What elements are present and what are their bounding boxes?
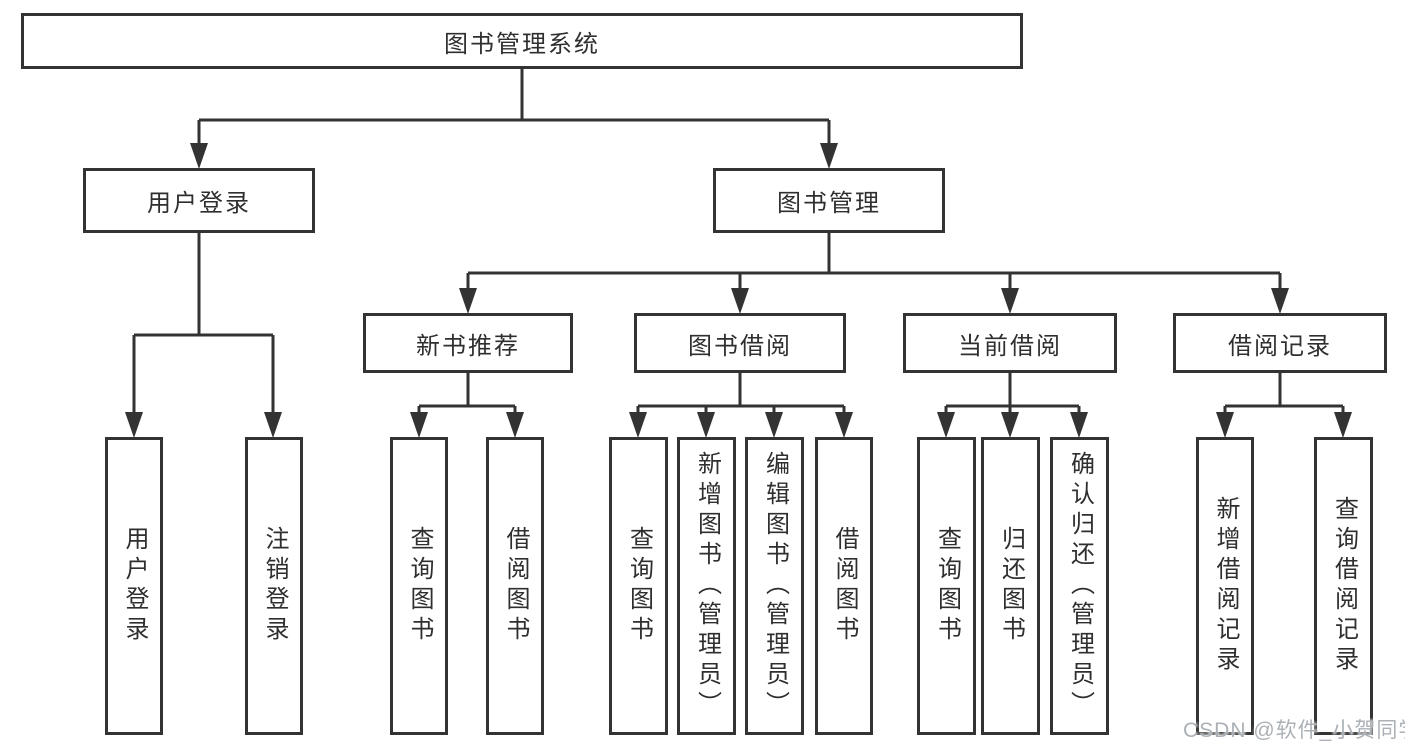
node-label: 新书推荐 — [416, 332, 520, 360]
arrowhead-icons — [125, 143, 1352, 438]
node-root-system: 图书管理系统 — [21, 13, 1023, 69]
leaf-confirm-return-admin: 确认归还（管理员） — [1050, 437, 1109, 735]
node-label: 归还图书 — [997, 526, 1025, 646]
node-user-login: 用户登录 — [83, 168, 315, 233]
node-label: 编辑图书（管理员） — [761, 451, 789, 721]
leaf-borrow-books: 借阅图书 — [815, 437, 873, 735]
node-label: 借阅图书 — [831, 526, 858, 646]
node-label: 图书管理系统 — [444, 30, 600, 58]
node-label: 注销登录 — [261, 526, 288, 646]
leaf-query-books-borrow: 查询图书 — [609, 437, 668, 735]
leaf-return-books: 归还图书 — [981, 437, 1040, 735]
node-label: 用户登录 — [147, 190, 251, 217]
node-current-borrow: 当前借阅 — [903, 313, 1117, 373]
node-label: 查询图书 — [406, 526, 433, 646]
node-label: 借阅记录 — [1228, 332, 1332, 360]
node-book-borrow: 图书借阅 — [634, 313, 846, 373]
node-label: 图书借阅 — [688, 332, 792, 360]
node-label: 查询图书 — [933, 526, 961, 646]
watermark: CSDN @软件_小贺同学 — [1183, 719, 1405, 742]
leaf-query-books-current: 查询图书 — [917, 437, 976, 735]
node-label: 确认归还（管理员） — [1066, 451, 1094, 721]
leaf-add-borrow-record: 新增借阅记录 — [1196, 437, 1254, 735]
leaf-logout: 注销登录 — [245, 437, 303, 735]
node-borrow-records: 借阅记录 — [1173, 313, 1387, 373]
node-new-book-recommend: 新书推荐 — [363, 313, 573, 373]
leaf-query-books-recommend: 查询图书 — [390, 437, 448, 735]
leaf-user-login: 用户登录 — [105, 437, 163, 735]
node-label: 借阅图书 — [502, 526, 529, 646]
node-label: 图书管理 — [777, 190, 881, 217]
node-label: 新增借阅记录 — [1212, 496, 1239, 676]
leaf-borrow-books-recommend: 借阅图书 — [486, 437, 544, 735]
node-label: 当前借阅 — [958, 332, 1062, 360]
leaf-query-borrow-record: 查询借阅记录 — [1314, 437, 1373, 735]
node-label: 查询借阅记录 — [1330, 496, 1358, 676]
leaf-edit-book-admin: 编辑图书（管理员） — [745, 437, 804, 735]
leaf-add-book-admin: 新增图书（管理员） — [677, 437, 736, 735]
node-label: 新增图书（管理员） — [693, 451, 721, 721]
node-book-management: 图书管理 — [713, 168, 945, 233]
node-label: 用户登录 — [121, 526, 148, 646]
node-label: 查询图书 — [625, 526, 653, 646]
